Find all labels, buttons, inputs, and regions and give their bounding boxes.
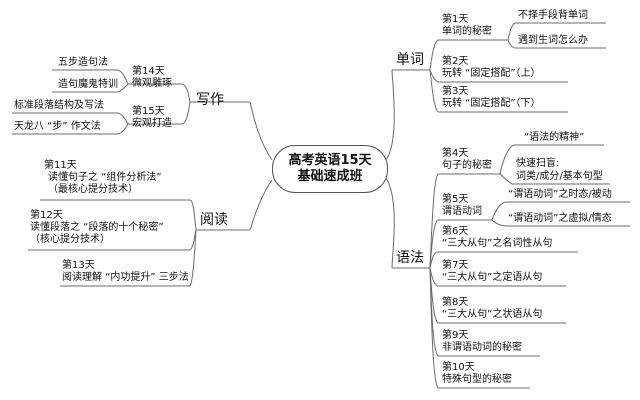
node-day1: 第1天 单词的秘密 [442, 14, 492, 38]
node-day8-title: “三大从句”之状语从句 [442, 309, 543, 320]
node-day11-note: （最核心提分技术） [48, 184, 138, 195]
node-day1-day: 第1天 [442, 14, 469, 25]
node-day10-day: 第10天 [442, 362, 475, 373]
node-day3-title: 玩转 “固定搭配”（下） [442, 98, 541, 109]
node-day11: 第11天 读懂句子之 “组件分析法” （最核心提分技术） [44, 160, 162, 196]
node-day13-day: 第13天 [62, 260, 95, 271]
node-day3-day: 第3天 [442, 86, 469, 97]
node-day13: 第13天 阅读理解 “内功提升” 三步法 [62, 260, 189, 284]
node-day6-title: “三大从句”之名词性从句 [442, 238, 553, 249]
node-day9-title: 非谓语动词的秘密 [442, 342, 522, 353]
node-day9-day: 第9天 [442, 330, 469, 341]
node-day14-sub2: 造句魔鬼特训 [58, 79, 118, 90]
node-day7-day: 第7天 [442, 260, 469, 271]
node-day8: 第8天 “三大从句”之状语从句 [442, 297, 542, 321]
branch-grammar: 语法 [396, 250, 424, 266]
node-day10-title: 特殊句型的秘密 [442, 374, 512, 385]
node-day6-day: 第6天 [442, 226, 469, 237]
node-day7-title: “三大从句”之定语从句 [442, 272, 543, 283]
node-day15-sub2: 天龙八 “步” 作文法 [14, 121, 101, 132]
node-day3: 第3天 玩转 “固定搭配”（下） [442, 86, 541, 110]
node-day14-sub1: 五步造句法 [58, 57, 108, 68]
node-day9: 第9天 非谓语动词的秘密 [442, 330, 522, 354]
node-day12-note: （核心提分技术） [30, 234, 110, 245]
node-day14-title: 微观雕琢 [132, 78, 172, 89]
node-day4-sub2: 快速扫盲: [516, 158, 560, 169]
node-day12-day: 第12天 [30, 210, 63, 221]
node-day4-day: 第4天 [442, 148, 469, 159]
node-day4-sub1: “语法的精神” [524, 132, 585, 143]
node-day5-title: 谓语动词 [442, 206, 482, 217]
node-day14: 第14天 微观雕琢 [132, 66, 172, 90]
central-title-line1: 高考英语15天 [288, 153, 372, 168]
node-day5-sub1: “谓语动词”之时态/被动 [508, 189, 612, 200]
node-day15-sub1: 标准段落结构及写法 [14, 100, 104, 111]
node-day6: 第6天 “三大从句”之名词性从句 [442, 226, 552, 250]
node-day12-title: 读懂段落之 “段落的十个秘密” [30, 222, 164, 233]
branch-writing: 写作 [196, 92, 224, 108]
node-day15: 第15天 宏观打造 [132, 106, 172, 130]
node-day1-title: 单词的秘密 [442, 26, 492, 37]
node-day5: 第5天 谓语动词 [442, 194, 482, 218]
node-day11-title: 读懂句子之 “组件分析法” [48, 172, 162, 183]
node-day4: 第4天 句子的秘密 [442, 148, 492, 172]
node-day2: 第2天 玩转 “固定搭配”（上） [442, 56, 541, 80]
node-day15-title: 宏观打造 [132, 118, 172, 129]
node-day1-sub2: 遇到生词怎么办 [518, 35, 588, 46]
node-day11-day: 第11天 [44, 160, 77, 171]
node-day14-day: 第14天 [132, 66, 165, 77]
node-day2-title: 玩转 “固定搭配”（上） [442, 68, 541, 79]
node-day2-day: 第2天 [442, 56, 469, 67]
node-day4-title: 句子的秘密 [442, 160, 492, 171]
node-day7: 第7天 “三大从句”之定语从句 [442, 260, 542, 284]
node-day8-day: 第8天 [442, 297, 469, 308]
node-day10: 第10天 特殊句型的秘密 [442, 362, 512, 386]
node-day5-day: 第5天 [442, 194, 469, 205]
node-day4-sub3: 词类/成分/基本句型 [516, 171, 603, 182]
node-day13-title: 阅读理解 “内功提升” 三步法 [62, 272, 189, 283]
central-title-line2: 基础速成班 [297, 169, 363, 184]
branch-vocab: 单词 [396, 52, 424, 68]
central-topic: 高考英语15天 基础速成班 [272, 145, 388, 193]
node-day15-day: 第15天 [132, 106, 165, 117]
node-day1-sub1: 不择手段背单词 [518, 10, 588, 21]
node-day5-sub2: “谓语动词”之虚拟/情态 [508, 213, 612, 224]
branch-reading: 阅读 [200, 212, 228, 228]
node-day12: 第12天 读懂段落之 “段落的十个秘密” （核心提分技术） [30, 210, 164, 246]
